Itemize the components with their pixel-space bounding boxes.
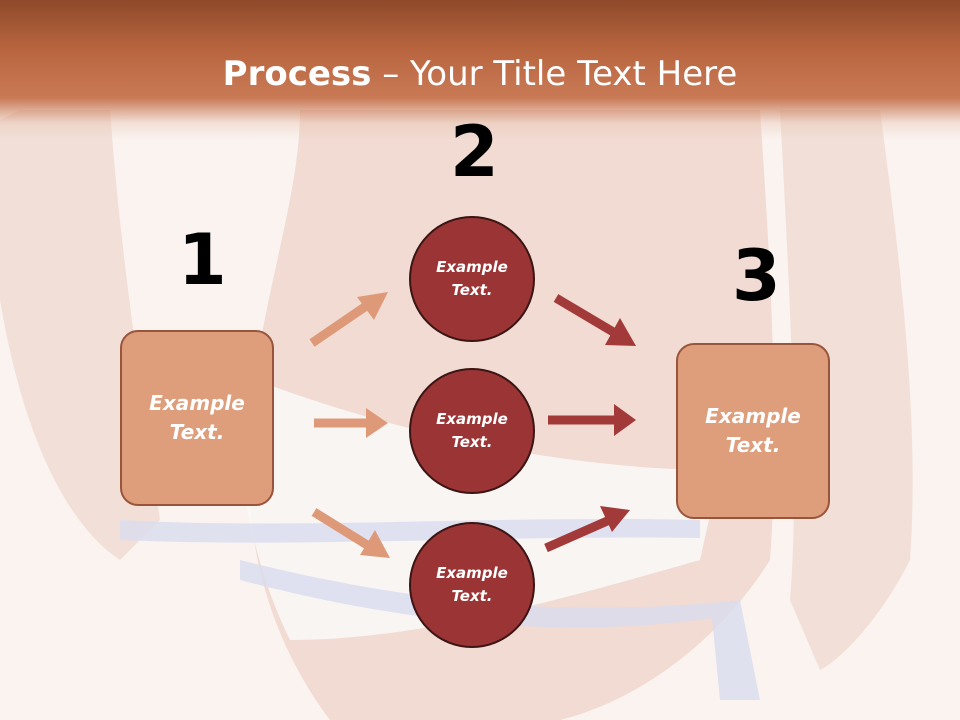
arrow-from-bottom-circle (544, 506, 630, 553)
circle-middle-text: Example Text. (436, 410, 508, 451)
title-banner (0, 0, 960, 140)
arrow-to-middle-circle (314, 408, 388, 438)
arrow-to-bottom-circle (311, 508, 390, 558)
circle-bottom: Example Text. (409, 522, 535, 648)
step-1-box: Example Text. (120, 330, 274, 506)
arrow-to-top-circle (309, 292, 388, 347)
step-number-2: 2 (450, 111, 499, 193)
arrow-from-top-circle (553, 294, 636, 346)
arrow-from-middle-circle (548, 404, 636, 436)
title-dash: – (382, 54, 400, 94)
circle-bottom-text: Example Text. (436, 564, 508, 605)
step-1-text: Example Text. (149, 391, 245, 444)
page-title: Process – Your Title Text Here (0, 52, 960, 96)
step-3-box: Example Text. (676, 343, 830, 519)
step-3-text: Example Text. (705, 404, 801, 457)
step-number-3: 3 (732, 235, 781, 317)
step-number-1: 1 (178, 219, 227, 301)
title-strong: Process (222, 54, 372, 94)
circle-top-text: Example Text. (436, 258, 508, 299)
circle-middle: Example Text. (409, 368, 535, 494)
title-rest: Your Title Text Here (410, 54, 738, 94)
circle-top: Example Text. (409, 216, 535, 342)
